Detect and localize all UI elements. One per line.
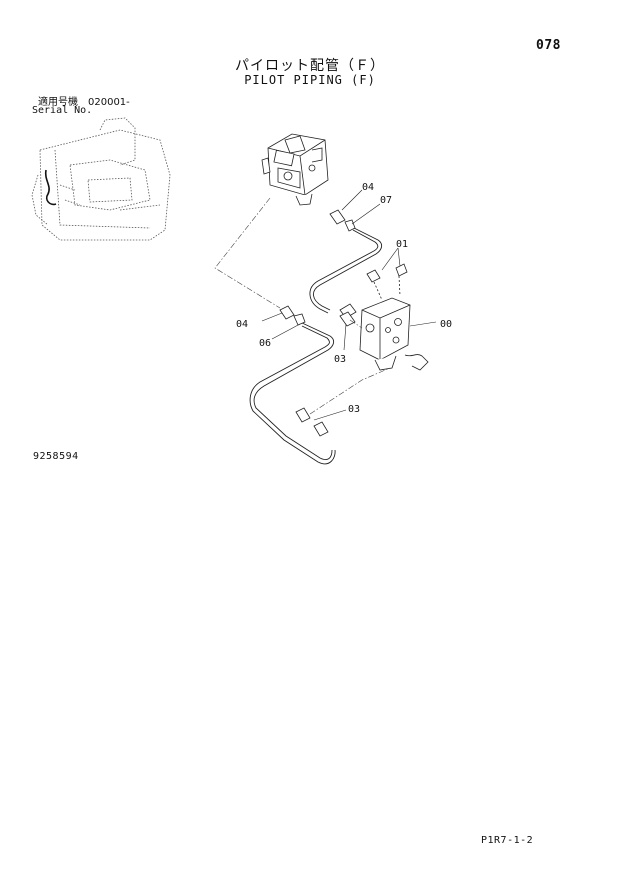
- leader-lines: [261, 189, 437, 421]
- bolt-illustration: [366, 263, 408, 301]
- selector-valve-illustration: [339, 297, 429, 371]
- footer-code: P1R7-1-2: [481, 835, 534, 846]
- machine-overview-illustration: [31, 117, 171, 241]
- assembly-lines: [214, 197, 391, 415]
- callout-00: 00: [440, 319, 452, 330]
- page-number: 078: [536, 38, 561, 53]
- callout-03-middle: 03: [334, 354, 346, 365]
- callout-01: 01: [396, 239, 408, 250]
- pipe-fittings: [279, 209, 356, 437]
- title-english: PILOT PIPING (F): [244, 73, 376, 87]
- callout-06: 06: [259, 338, 271, 349]
- serial-label-japanese: 適用号機 020001-: [38, 97, 130, 108]
- highlighted-pipe-location: [44, 169, 57, 206]
- title-japanese: パイロット配管（Ｆ）: [235, 58, 385, 74]
- drawing-number: 9258594: [33, 451, 79, 462]
- callout-04-left: 04: [236, 319, 248, 330]
- pilot-valve-illustration: [261, 133, 329, 206]
- callout-07: 07: [380, 195, 392, 206]
- callout-04-top: 04: [362, 182, 374, 193]
- callout-03-bottom: 03: [348, 404, 360, 415]
- pilot-pipes: [249, 225, 383, 465]
- serial-label-english: Serial No.: [32, 105, 93, 116]
